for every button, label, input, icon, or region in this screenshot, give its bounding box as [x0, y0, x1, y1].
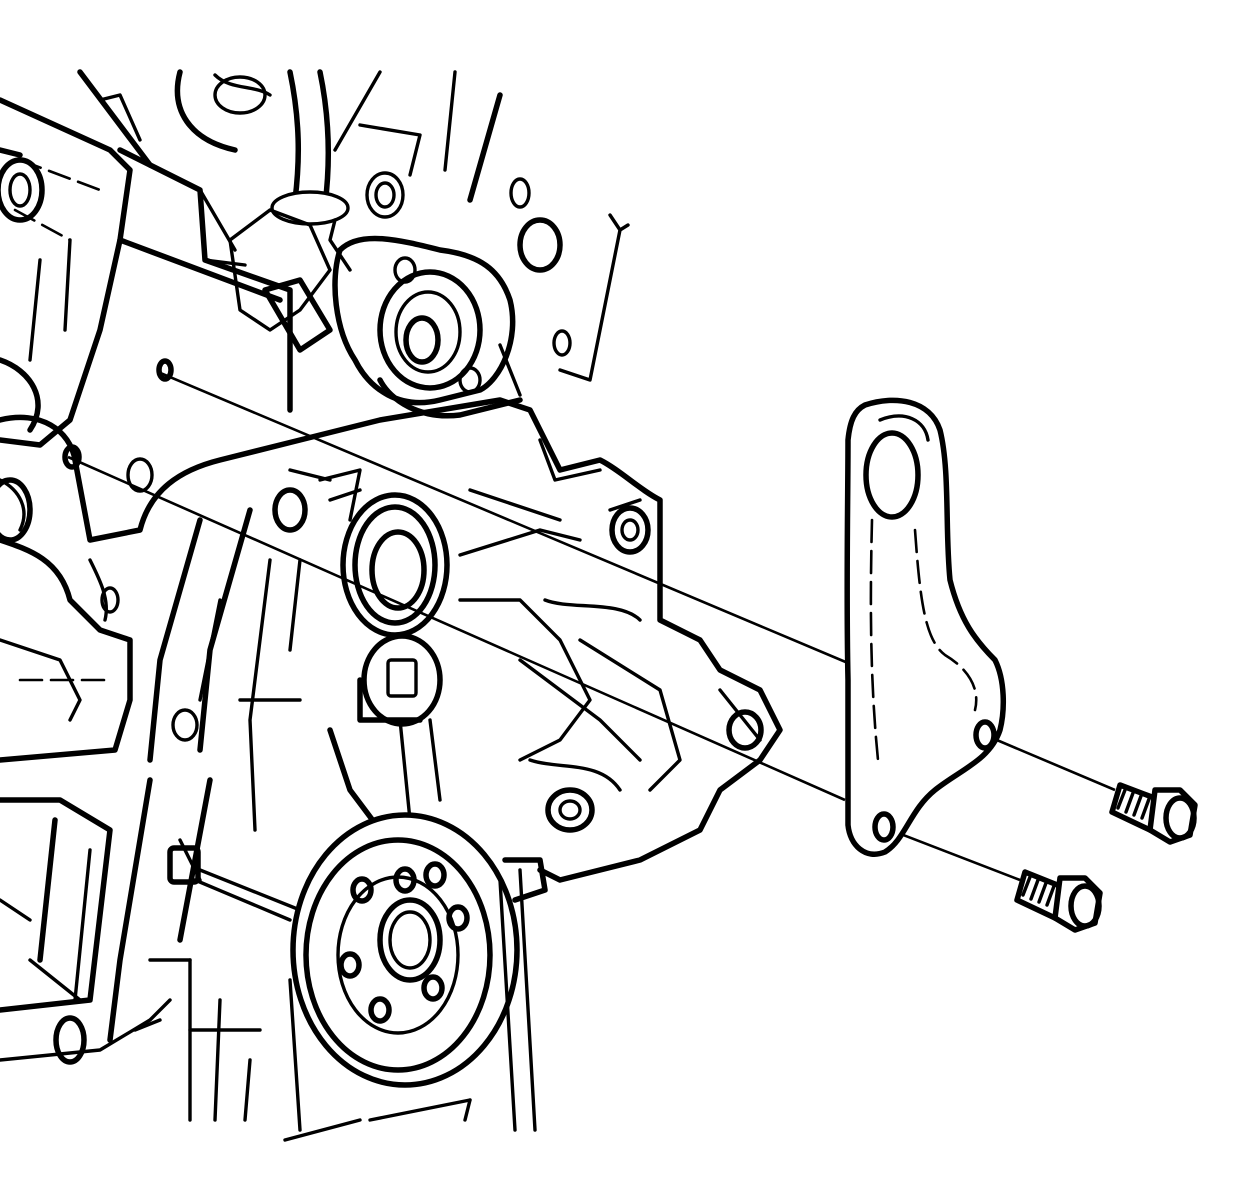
engine-block: [0, 69, 783, 1142]
guide-line-bolt-upper: [984, 733, 1116, 792]
guide-line-bolt-lower: [884, 826, 1021, 882]
bolt-lower: [1014, 869, 1103, 933]
alignment-lines: [62, 358, 1116, 882]
crankshaft-pulley: [288, 812, 548, 1132]
mounting-bracket: [844, 397, 1007, 857]
guide-line-upper: [157, 370, 849, 665]
bolt-upper: [1109, 782, 1198, 845]
guide-line-lower: [67, 455, 846, 802]
